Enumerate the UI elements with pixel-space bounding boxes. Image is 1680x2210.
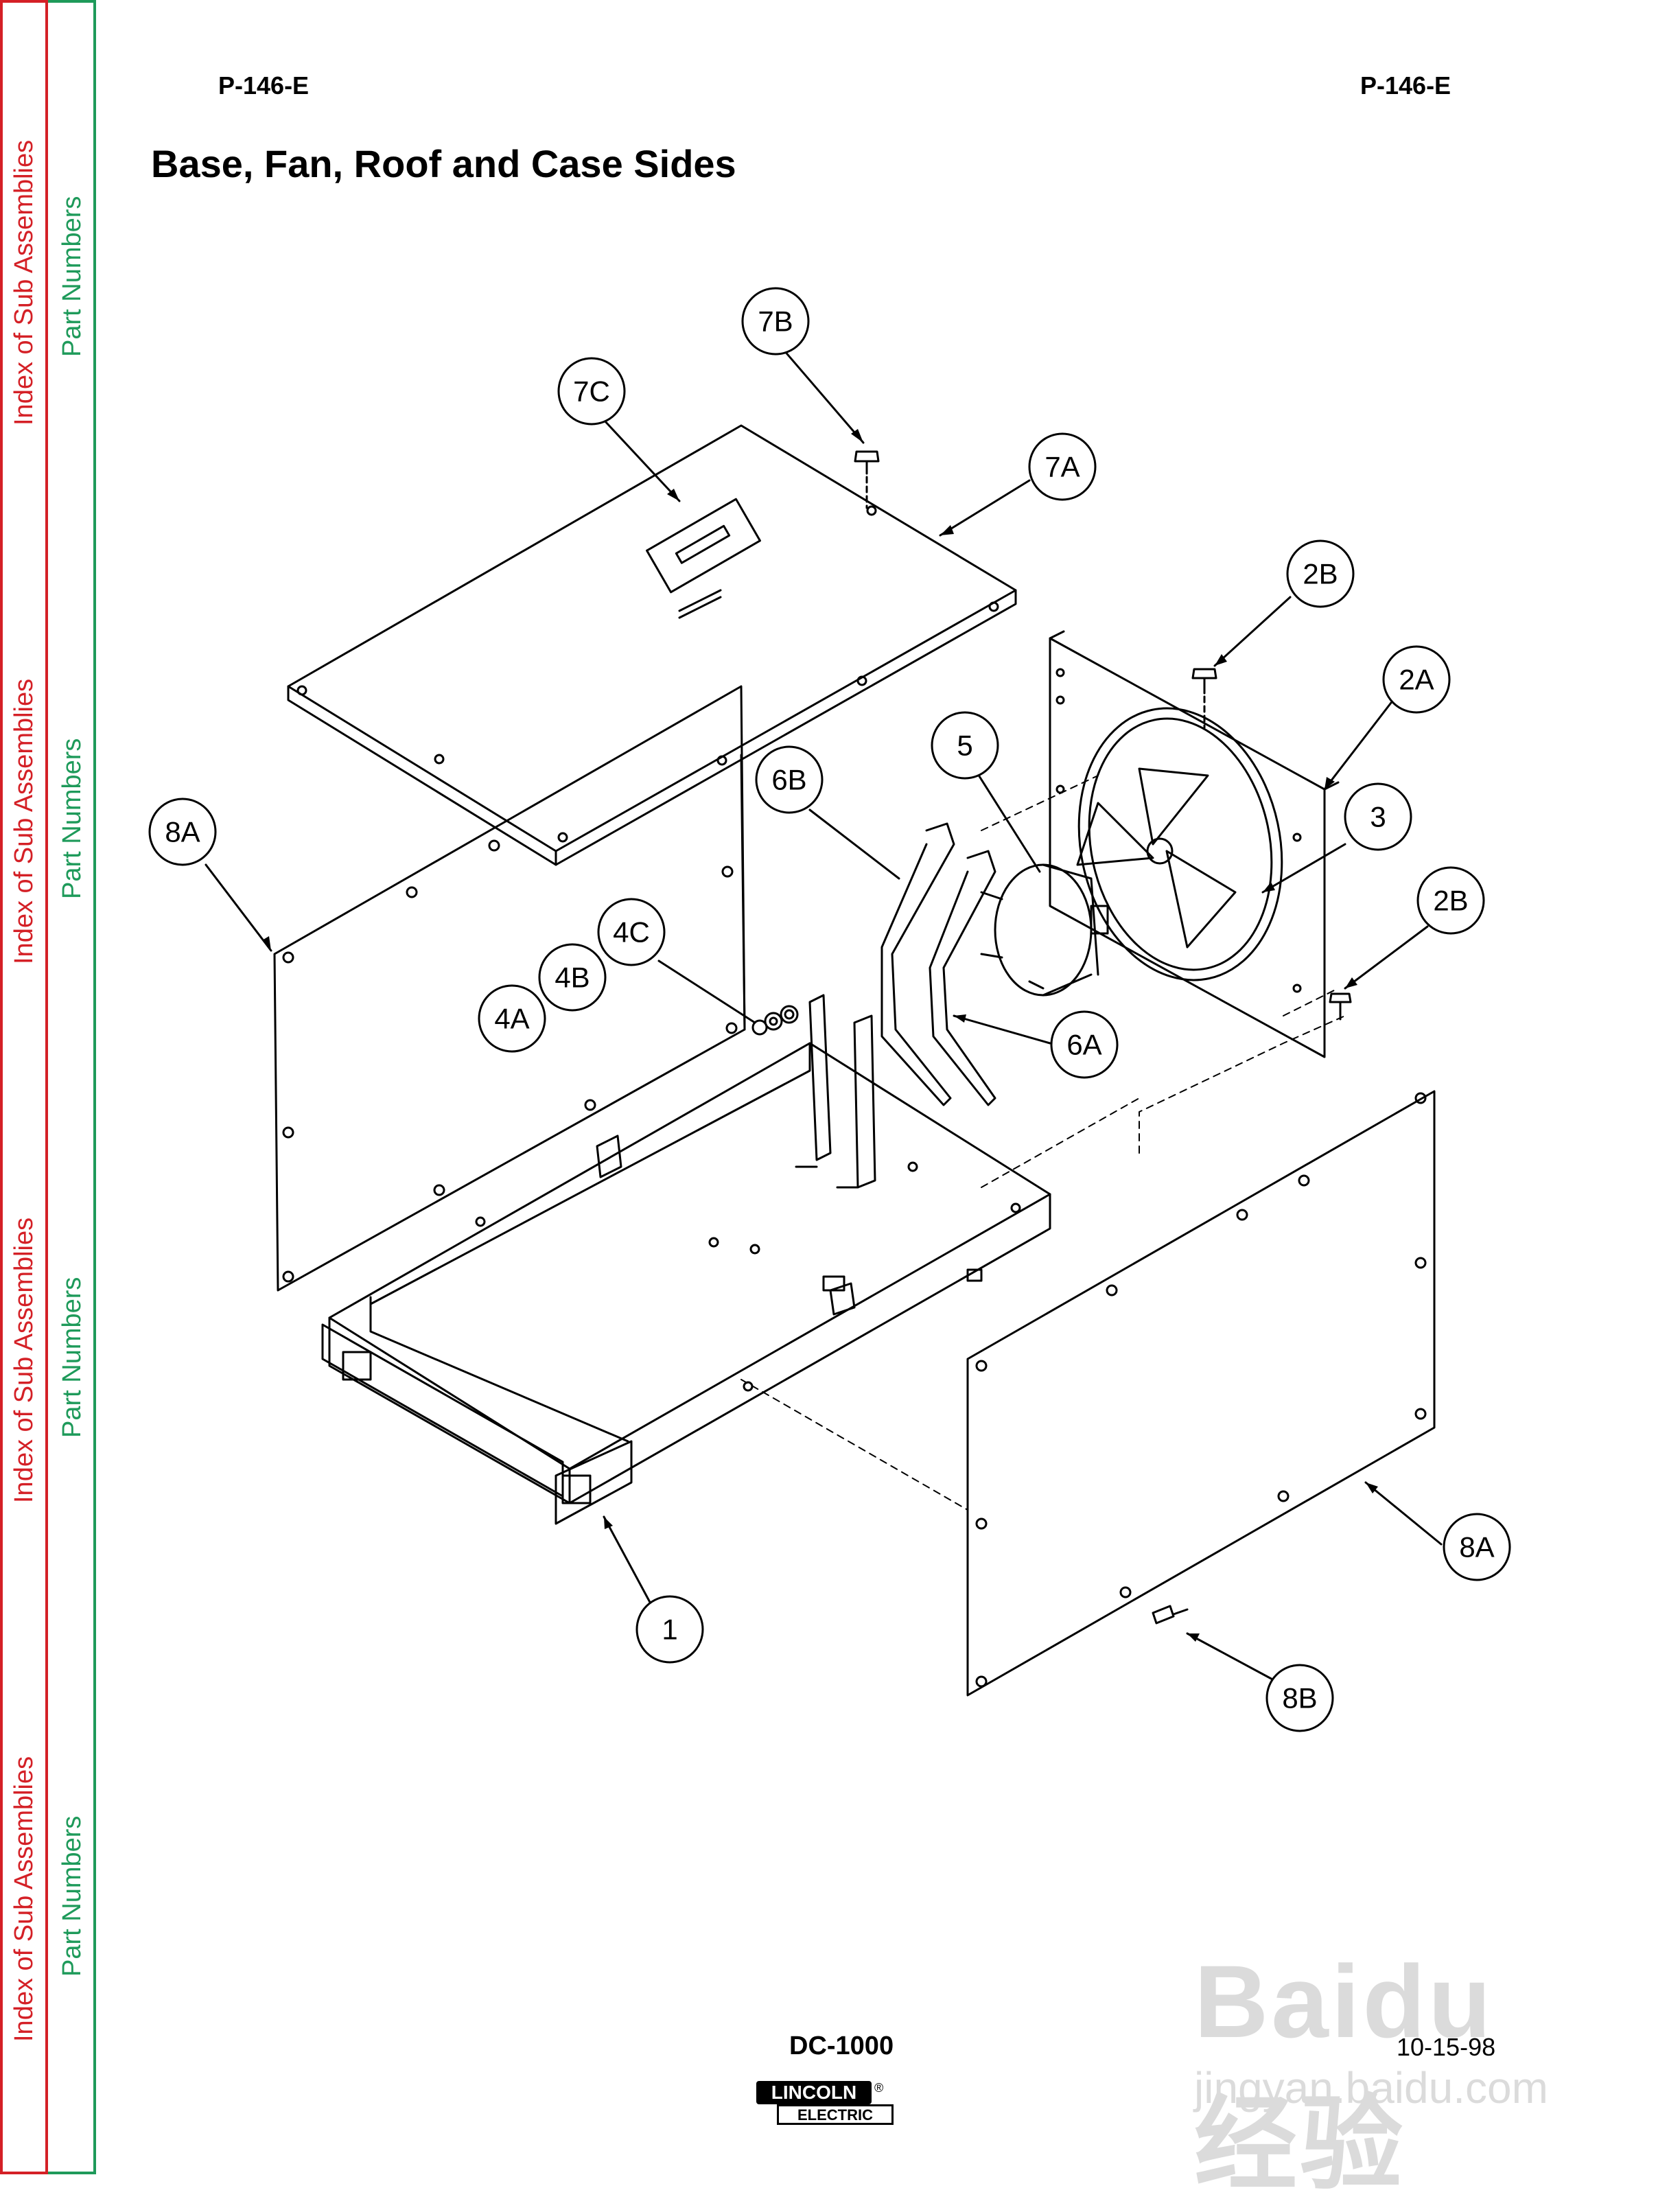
svg-text:7C: 7C	[573, 375, 610, 408]
left-case-side	[273, 685, 746, 1292]
fan-brackets	[880, 822, 996, 1106]
svg-text:1: 1	[662, 1614, 677, 1646]
roof-screw	[854, 450, 880, 509]
page-code-left: P-146-E	[218, 71, 310, 100]
callout-6B: 6B	[755, 745, 824, 814]
callout-8B: 8B	[1265, 1664, 1334, 1732]
center-brackets	[808, 994, 876, 1189]
logo-top: LINCOLN	[756, 2081, 872, 2104]
lincoln-electric-logo: LINCOLN ® ELECTRIC	[756, 2081, 896, 2128]
svg-text:2B: 2B	[1433, 885, 1468, 917]
callout-1: 1	[635, 1595, 704, 1664]
svg-text:8A: 8A	[165, 816, 200, 848]
svg-text:6B: 6B	[771, 764, 806, 796]
svg-text:6A: 6A	[1066, 1029, 1101, 1061]
callout-3: 3	[1344, 782, 1412, 851]
callout-2A: 2A	[1382, 645, 1451, 714]
callout-6A: 6A	[1050, 1010, 1119, 1079]
sidebar-parts-tab	[48, 0, 96, 2174]
fan-shroud	[1049, 630, 1340, 1058]
svg-text:2B: 2B	[1303, 558, 1338, 590]
callout-8A-left: 8A	[148, 798, 217, 866]
svg-text:4C: 4C	[613, 916, 650, 949]
callout-4B: 4B	[538, 943, 607, 1012]
baidu-watermark: Baidu经验 jingyan.baidu.com	[1194, 1908, 1578, 2202]
svg-text:3: 3	[1370, 801, 1386, 833]
logo-bottom: ELECTRIC	[777, 2104, 894, 2125]
page-code-right: P-146-E	[1360, 71, 1451, 100]
revision-date: 10-15-98	[1397, 2033, 1496, 2061]
callout-2B-right: 2B	[1416, 866, 1485, 935]
fan-screws	[1191, 668, 1352, 1021]
base-frame	[321, 1042, 1051, 1525]
svg-text:8B: 8B	[1282, 1682, 1317, 1714]
callout-4C: 4C	[597, 898, 666, 966]
leader-arrows	[262, 429, 1378, 1642]
roof-panel	[287, 424, 1017, 866]
callout-7B: 7B	[741, 287, 810, 356]
callouts: 7B 7C 7A 2B 2A 5 6B 3 2B 8A 4C 4B 4A 6A …	[148, 287, 1511, 1732]
logo-registered-mark: ®	[874, 2081, 884, 2095]
callout-5: 5	[931, 711, 999, 780]
svg-text:7A: 7A	[1045, 451, 1080, 483]
model-number: DC-1000	[789, 2032, 894, 2060]
svg-text:8A: 8A	[1459, 1531, 1494, 1563]
svg-text:4B: 4B	[555, 962, 590, 994]
svg-text:7B: 7B	[758, 305, 793, 338]
watermark-sub: jingyan.baidu.com	[1194, 2063, 1548, 2113]
callout-8A-right: 8A	[1443, 1513, 1511, 1581]
washer-stack	[751, 1005, 799, 1036]
page-title: Base, Fan, Roof and Case Sides	[151, 142, 736, 185]
callout-7C: 7C	[557, 357, 626, 426]
sidebar-index-tab	[0, 0, 48, 2174]
callout-4A: 4A	[478, 984, 546, 1053]
svg-text:4A: 4A	[494, 1003, 529, 1035]
svg-text:5: 5	[957, 730, 972, 762]
right-case-side	[966, 1090, 1436, 1697]
side-screw	[1152, 1605, 1189, 1625]
callout-7A: 7A	[1028, 432, 1097, 501]
callout-2B-top: 2B	[1286, 539, 1355, 608]
svg-text:2A: 2A	[1399, 664, 1434, 696]
leader-lines	[205, 339, 1443, 1683]
alignment-dashes	[740, 775, 1346, 1511]
